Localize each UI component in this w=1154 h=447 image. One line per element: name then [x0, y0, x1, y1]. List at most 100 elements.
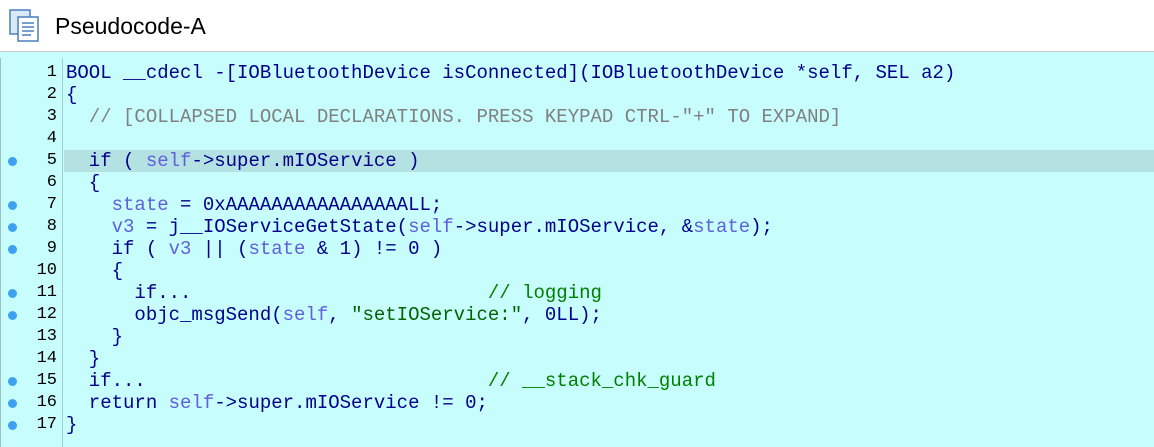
code-token: self [282, 304, 329, 326]
line-number: 16 [36, 393, 57, 412]
code-token [66, 106, 89, 128]
code-line[interactable]: 6 { [1, 172, 1154, 194]
line-number: 15 [36, 371, 57, 390]
code-text[interactable]: BOOL __cdecl -[IOBluetoothDevice isConne… [66, 62, 955, 84]
line-number: 10 [36, 261, 57, 280]
code-token: v3 [111, 216, 135, 238]
code-token: state [111, 194, 169, 216]
code-token: if... [66, 282, 488, 304]
code-token: ->super.mIOService, & [453, 216, 694, 238]
code-line[interactable]: 17} [1, 414, 1154, 436]
breakpoint-dot-icon[interactable] [8, 377, 17, 386]
code-line[interactable]: 10 { [1, 260, 1154, 282]
code-text[interactable]: objc_msgSend(self, "setIOService:", 0LL)… [66, 304, 602, 326]
code-token: ->super.mIOService != 0; [214, 392, 488, 414]
pseudocode-window-icon [9, 9, 39, 42]
line-number: 11 [36, 283, 57, 302]
code-text[interactable]: } [66, 348, 100, 370]
current-line-highlight [64, 150, 1154, 172]
code-token: self [408, 216, 454, 238]
code-token: objc_msgSend( [66, 304, 283, 326]
code-line[interactable]: 16 return self->super.mIOService != 0; [1, 392, 1154, 414]
code-token [66, 194, 112, 216]
line-number: 3 [46, 107, 57, 126]
code-token: "setIOService:" [351, 304, 523, 326]
line-number: 17 [36, 415, 57, 434]
line-number: 8 [46, 217, 57, 236]
title-bar[interactable]: Pseudocode-A [0, 0, 1154, 52]
code-token: { [66, 172, 101, 194]
code-token: state [693, 216, 751, 238]
line-number: 5 [46, 151, 57, 170]
code-token: // logging [487, 282, 602, 304]
line-number: 9 [46, 239, 57, 258]
code-token: = 0xAAAAAAAAAAAAAAAALL; [168, 194, 443, 216]
code-text[interactable]: if ( self->super.mIOService ) [66, 150, 420, 172]
breakpoint-dot-icon[interactable] [8, 223, 17, 232]
breakpoint-dot-icon[interactable] [8, 421, 17, 430]
gutter-separator [62, 58, 63, 447]
code-line[interactable]: 11 if... // logging [1, 282, 1154, 304]
code-token: , 0LL); [522, 304, 602, 326]
code-token: if ( [66, 238, 169, 260]
code-line[interactable]: 8 v3 = j__IOServiceGetState(self->super.… [1, 216, 1154, 238]
breakpoint-dot-icon[interactable] [8, 201, 17, 210]
code-token: // __stack_chk_guard [487, 370, 716, 392]
code-text[interactable]: return self->super.mIOService != 0; [66, 392, 488, 414]
code-line[interactable]: 13 } [1, 326, 1154, 348]
breakpoint-dot-icon[interactable] [8, 245, 17, 254]
code-token [66, 216, 112, 238]
code-token: state [248, 238, 306, 260]
code-token: return [66, 392, 169, 414]
code-text[interactable]: v3 = j__IOServiceGetState(self->super.mI… [66, 216, 773, 238]
code-token: } [66, 414, 78, 436]
code-text[interactable]: if... // logging [66, 282, 602, 304]
code-token: } [66, 348, 101, 370]
breakpoint-dot-icon[interactable] [8, 289, 17, 298]
code-line[interactable]: 7 state = 0xAAAAAAAAAAAAAAAALL; [1, 194, 1154, 216]
code-text[interactable]: if ( v3 || (state & 1) != 0 ) [66, 238, 443, 260]
code-line[interactable]: 3 // [COLLAPSED LOCAL DECLARATIONS. PRES… [1, 106, 1154, 128]
window-title: Pseudocode-A [55, 13, 206, 39]
line-number: 2 [46, 85, 57, 104]
code-line[interactable]: 12 objc_msgSend(self, "setIOService:", 0… [1, 304, 1154, 326]
code-line[interactable]: 14 } [1, 348, 1154, 370]
code-text[interactable]: // [COLLAPSED LOCAL DECLARATIONS. PRESS … [66, 106, 842, 128]
code-text[interactable]: { [66, 260, 123, 282]
code-token: if... [66, 370, 488, 392]
code-text[interactable]: if... // __stack_chk_guard [66, 370, 716, 392]
code-text[interactable]: state = 0xAAAAAAAAAAAAAAAALL; [66, 194, 443, 216]
code-token: } [66, 326, 124, 348]
line-number: 12 [36, 305, 57, 324]
breakpoint-dot-icon[interactable] [8, 399, 17, 408]
breakpoint-dot-icon[interactable] [8, 311, 17, 320]
code-line[interactable]: 9 if ( v3 || (state & 1) != 0 ) [1, 238, 1154, 260]
code-token: // [COLLAPSED LOCAL DECLARATIONS. PRESS … [88, 106, 842, 128]
code-token: v3 [168, 238, 192, 260]
line-number: 14 [36, 349, 57, 368]
code-token: self [168, 392, 215, 414]
breakpoint-dot-icon[interactable] [8, 157, 17, 166]
code-token: ); [750, 216, 773, 238]
line-number: 13 [36, 327, 57, 346]
code-token: ->super.mIOService ) [191, 150, 420, 172]
code-token: if ( [66, 150, 146, 172]
code-token: BOOL __cdecl -[IOBluetoothDevice isConne… [66, 62, 956, 84]
code-text[interactable]: } [66, 326, 123, 348]
code-token: , [328, 304, 352, 326]
code-token: & 1) != 0 ) [305, 238, 443, 260]
code-token: { [66, 84, 78, 106]
code-text[interactable]: } [66, 414, 77, 436]
code-line[interactable]: 5 if ( self->super.mIOService ) [1, 150, 1154, 172]
line-number: 6 [46, 173, 57, 192]
code-line[interactable]: 4 [1, 128, 1154, 150]
code-text[interactable]: { [66, 84, 77, 106]
code-line[interactable]: 15 if... // __stack_chk_guard [1, 370, 1154, 392]
code-token: self [145, 150, 192, 172]
code-line[interactable]: 2{ [1, 84, 1154, 106]
code-text[interactable]: { [66, 172, 100, 194]
code-token: { [66, 260, 124, 282]
